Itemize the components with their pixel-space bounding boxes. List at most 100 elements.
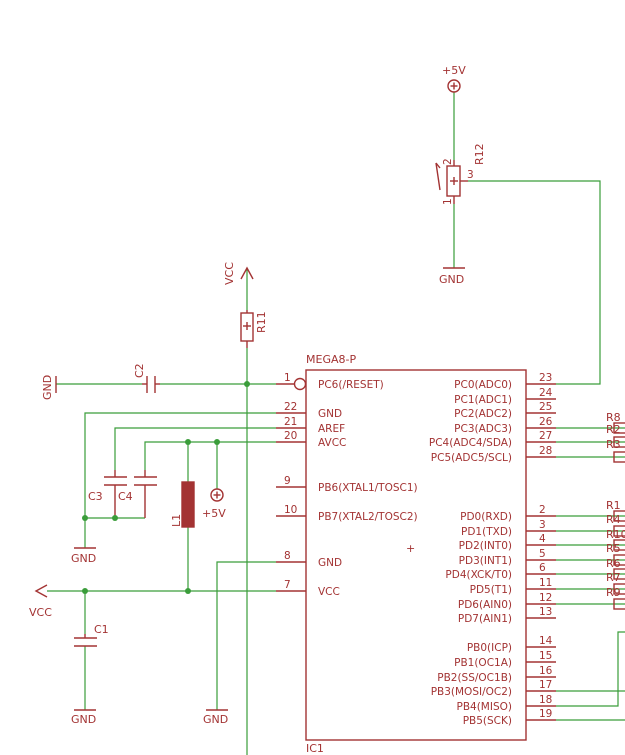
ic-pin-number: 26 [539, 416, 553, 428]
ic-pin-name: PC0(ADC0) [454, 379, 512, 391]
cut-label-r7: R7 [606, 571, 621, 584]
resistor-partial [613, 525, 625, 537]
wire-gnd8 [216, 561, 276, 710]
cut-label-r5: R5 [606, 542, 621, 555]
ic-pin-name: PD2(INT0) [459, 540, 512, 552]
ic-pin-number: 13 [539, 606, 552, 618]
pot-pin3-label: 3 [467, 169, 474, 181]
ic-pin-number: 24 [539, 387, 553, 399]
junction-dot [82, 515, 88, 521]
parts-layer [34, 79, 625, 741]
r12-label: R12 [473, 143, 486, 165]
ic-pin-number: 7 [284, 579, 291, 591]
ic-pin-name: PB6(XTAL1/TOSC1) [318, 482, 418, 494]
ic-pin-number: 22 [284, 401, 297, 413]
reset-inverter-bubble [293, 377, 307, 391]
ic-pin-name: PD0(RXD) [460, 511, 512, 523]
vcc-left-arrow [34, 584, 48, 598]
c1-label: C1 [94, 623, 109, 636]
pot-pin1-label: 1 [442, 198, 454, 205]
resistor-partial [613, 568, 625, 580]
ic-pin-number: 8 [284, 550, 291, 562]
ic-pin-number: 25 [539, 401, 552, 413]
ic-pin-number: 4 [539, 533, 546, 545]
wire-avcc-c4 [144, 441, 276, 470]
ic-pin-number: 12 [539, 592, 552, 604]
pot-wiper-arrow [435, 162, 441, 191]
ic-pin-name: PB7(XTAL2/TOSC2) [318, 511, 418, 523]
ic-pin-name: PC1(ADC1) [454, 394, 512, 406]
resistor-partial [613, 422, 625, 434]
ic-pin-number: 2 [539, 504, 546, 516]
ic-pin-number: 10 [284, 504, 297, 516]
gnd-c1-label: GND [71, 713, 96, 726]
resistor-partial [613, 539, 625, 551]
ic-pin-name: AREF [318, 423, 345, 435]
ic-pin-number: 28 [539, 445, 552, 457]
ic-pin-name: PB5(SCK) [463, 715, 512, 727]
ic-pin-name: PD1(TXD) [461, 526, 512, 538]
ic-pin-name: PC4(ADC4/SDA) [429, 437, 512, 449]
resistor-partial [613, 583, 625, 595]
junction-dot [82, 588, 88, 594]
ic-pin-number: 15 [539, 650, 552, 662]
c4-label: C4 [118, 490, 133, 503]
resistor-partial [613, 510, 625, 522]
wire-aref-c3 [114, 427, 276, 470]
ic-pin-number: 11 [539, 577, 552, 589]
vcc-top-arrow [240, 266, 254, 280]
wire-right-net [556, 631, 625, 707]
gnd-pin8-label: GND [203, 713, 228, 726]
ic-pin-name: PB3(MOSI/OC2) [431, 686, 512, 698]
cut-label-r4: R4 [606, 513, 621, 526]
inductor-l1 [181, 481, 195, 528]
ic-pin-number: 27 [539, 430, 552, 442]
ic-pin-name: PD3(INT1) [459, 555, 512, 567]
ic-pin-name: PB1(OC1A) [454, 657, 512, 669]
cut-label-r3: R3 [606, 438, 621, 451]
ic-pin-number: 20 [284, 430, 297, 442]
ic-left-pins: 1PC6(/RESET)22GND21AREF20AVCC9PB6(XTAL1/… [284, 372, 418, 598]
wire-gnd22 [84, 412, 276, 518]
ic-pin-name: PD6(AIN0) [458, 599, 512, 611]
ic-pin-number: 9 [284, 475, 291, 487]
ic-value-label: MEGA8-P [306, 353, 356, 366]
ic-pin-number: 23 [539, 372, 552, 384]
ic-pin-name: PC5(ADC5/SCL) [431, 452, 512, 464]
l1-label: L1 [170, 514, 183, 527]
cut-label-r9: R9 [606, 586, 621, 599]
ic-pin-number: 17 [539, 679, 552, 691]
junction-dot [185, 588, 191, 594]
resistor-partial [613, 451, 625, 463]
gnd-left-label: GND [41, 375, 54, 400]
ic-pin-name: PD5(T1) [470, 584, 512, 596]
ic-right-pins: 23PC0(ADC0)24PC1(ADC1)25PC2(ADC2)26PC3(A… [429, 372, 553, 727]
ic-pin-name: AVCC [318, 437, 346, 449]
ic-name-label: IC1 [306, 742, 324, 755]
ic-pin-number: 14 [539, 635, 553, 647]
vcc-left-label: VCC [29, 606, 52, 619]
ic-pin-name: GND [318, 408, 342, 420]
wire-pot-wiper-adc0 [468, 180, 601, 385]
gnd-pot-label: GND [439, 273, 464, 286]
ic-pin-number: 5 [539, 548, 546, 560]
ic-pin-name: PC6(/RESET) [318, 379, 384, 391]
c3-label: C3 [88, 490, 103, 503]
ic-pin-name: VCC [318, 586, 340, 598]
ic-pin-name: GND [318, 557, 342, 569]
junction-dot [112, 515, 118, 521]
plus5v-top-symbol [447, 79, 461, 93]
ic-pin-number: 19 [539, 708, 552, 720]
ic-pin-number: 18 [539, 694, 552, 706]
ic-body [305, 369, 527, 741]
r11-label: R11 [255, 311, 268, 333]
gnd-c3c4-label: GND [71, 552, 96, 565]
cut-label-r2: R2 [606, 423, 621, 436]
ic-pin-name: PC2(ADC2) [454, 408, 512, 420]
pot-pin2-label: 2 [442, 158, 454, 165]
ic-pin-name: PD4(XCK/T0) [445, 569, 512, 581]
resistor-partial [613, 598, 625, 610]
ic-pin-name: PC3(ADC3) [454, 423, 512, 435]
plus5v-top-label: +5V [442, 64, 466, 77]
